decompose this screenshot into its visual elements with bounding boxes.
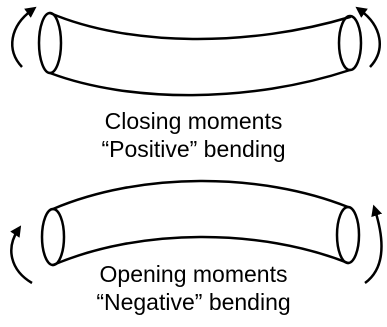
beam-lower-edge <box>48 68 352 97</box>
positive-caption-line2: “Positive” bending <box>101 136 286 162</box>
beam-right-end <box>337 14 363 72</box>
opening-moment-arrow-right <box>364 204 383 285</box>
negative-caption-line2: “Negative” bending <box>96 289 291 315</box>
opening-moment-arrow-left <box>10 225 33 285</box>
beam-upper-edge <box>48 11 352 41</box>
positive-caption-line1: Closing moments <box>104 108 283 134</box>
negative-caption-line1: Opening moments <box>99 261 288 287</box>
beam-lower-edge <box>51 235 350 267</box>
beam-left-end <box>37 11 63 75</box>
positive-bending-beam <box>37 11 363 97</box>
beam-right-end <box>335 205 361 265</box>
closing-moment-arrow-right <box>355 6 381 68</box>
beam-left-end <box>40 207 66 267</box>
beam-upper-edge <box>51 179 350 211</box>
closing-moment-arrow-left <box>11 6 37 68</box>
negative-bending-beam <box>40 179 361 267</box>
